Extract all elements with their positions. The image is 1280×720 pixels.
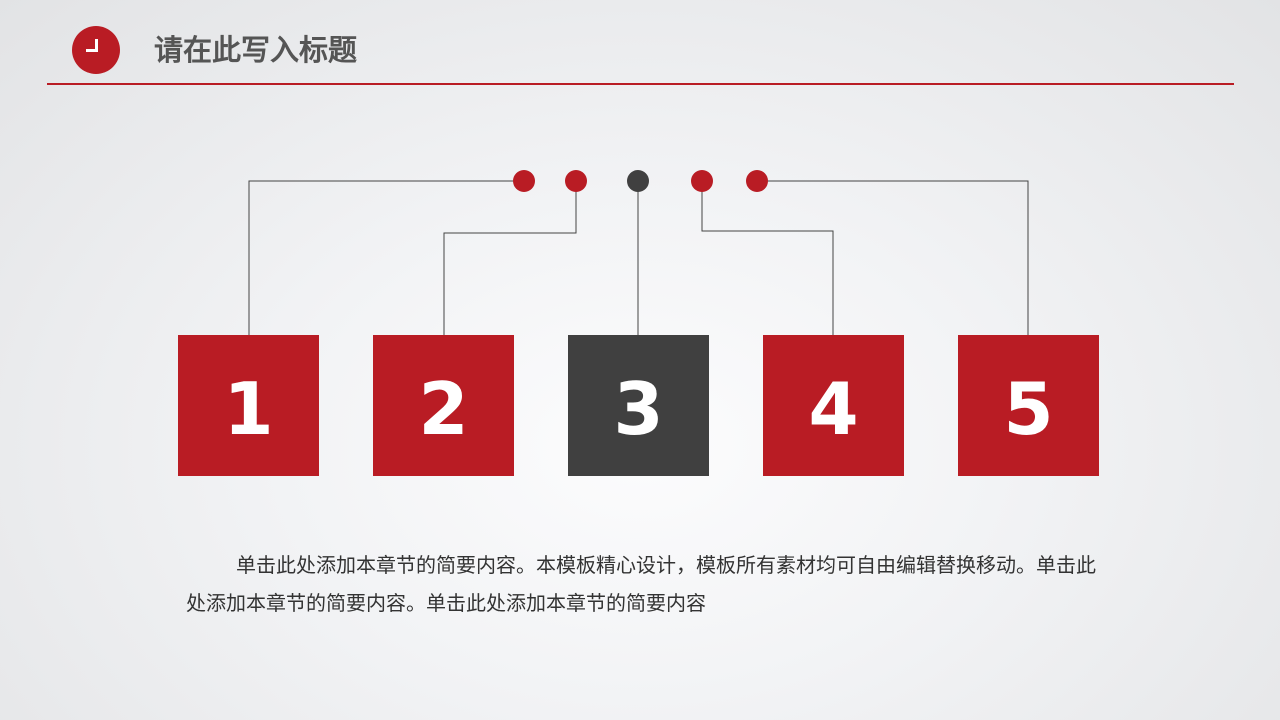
connector-dot-3 [627, 170, 649, 192]
connector-line-1 [248, 180, 524, 335]
step-box-3[interactable]: 3 [568, 335, 709, 476]
title-divider [47, 83, 1234, 85]
connector-dot-5 [746, 170, 768, 192]
step-box-2[interactable]: 2 [373, 335, 514, 476]
connector-dot-4 [691, 170, 713, 192]
step-box-1[interactable]: 1 [178, 335, 319, 476]
step-box-4[interactable]: 4 [763, 335, 904, 476]
logo-badge [72, 26, 120, 74]
connector-dot-1 [513, 170, 535, 192]
corner-icon [86, 39, 98, 52]
page-title[interactable]: 请在此写入标题 [154, 33, 358, 67]
body-paragraph[interactable]: 单击此处添加本章节的简要内容。本模板精心设计，模板所有素材均可自由编辑替换移动。… [186, 553, 1096, 615]
connector-line-4 [701, 181, 834, 335]
connector-line-2 [443, 181, 577, 335]
step-box-5[interactable]: 5 [958, 335, 1099, 476]
connector-dot-2 [565, 170, 587, 192]
connector-line-5 [757, 180, 1029, 335]
